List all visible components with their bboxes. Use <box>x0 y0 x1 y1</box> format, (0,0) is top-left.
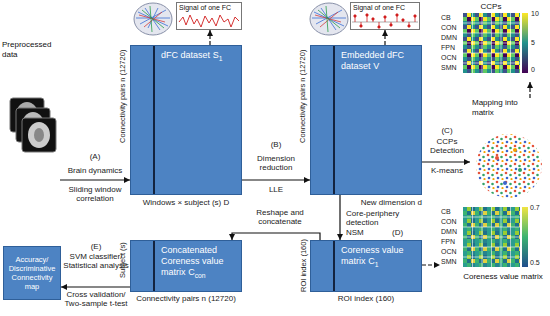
dashed-arrow <box>384 30 385 45</box>
result-box: Accuracy/ Discriminative Connectivity ma… <box>3 246 61 300</box>
text-block: dFC datasetS1 <box>131 46 241 68</box>
column-line <box>153 241 155 291</box>
text-block: Coreness value matrix <box>440 200 548 281</box>
source-data: Preprocessed data <box>2 40 60 190</box>
stem-plot <box>352 14 418 28</box>
column-line <box>153 46 155 194</box>
annotation: DMN <box>441 227 462 237</box>
text-block: Signal of one FC <box>351 3 419 13</box>
coreness-matrix <box>463 207 528 267</box>
annotation: OCN <box>441 247 462 257</box>
text-block: CCPs <box>440 2 548 11</box>
matrix-box: Coreness value matrixC1 <box>310 240 422 292</box>
annotation: (E) <box>63 242 129 251</box>
annotation: ROI index (160) <box>310 294 422 303</box>
node-text: 1 <box>219 55 223 62</box>
ccp-matrix <box>463 13 528 73</box>
node-text: CCPs <box>481 2 502 11</box>
axis-label: Connectivity pairs n (12720) <box>298 50 307 143</box>
annotation: 10 <box>531 9 547 19</box>
node-text: C <box>368 256 375 266</box>
node-text: S <box>213 50 219 60</box>
dashed-arrow <box>529 82 530 98</box>
annotation: NSM <box>346 228 376 237</box>
annotation: 0.7 <box>530 203 548 213</box>
annotation: Connectivity pairs n (12720) <box>130 294 242 303</box>
annotation: Windows × subject (s) D <box>130 198 242 207</box>
text-block: Coreness value matrixC1 <box>311 241 421 274</box>
node-text: C <box>188 267 195 277</box>
flow-arrow <box>60 179 130 180</box>
axis-label: ROI index (160) <box>299 240 308 293</box>
annotation: (A) <box>60 152 130 161</box>
matrix-box: Concatenated Coreness value matrixCcon <box>130 240 242 292</box>
node-text: Signal of one FC <box>179 4 231 11</box>
annotation: CON <box>441 23 462 33</box>
dataset-box: dFC datasetS1 <box>130 45 242 195</box>
flow-arrow <box>61 286 130 287</box>
annotation: (C) <box>424 126 470 135</box>
scatter-panel: Mapping into matrix <box>470 98 548 206</box>
node-text: 1 <box>375 261 379 268</box>
annotation: Core-periphery detection <box>346 209 422 227</box>
node-text: Preprocessed data <box>2 40 51 59</box>
annotation: CON <box>441 217 462 227</box>
annotation: Reshape and concatenate <box>244 208 316 226</box>
node-text: Coreness value matrix <box>463 272 543 281</box>
annotation: K-means <box>424 166 470 175</box>
annotation: DMN <box>441 33 462 43</box>
annotation: Brain dynamics <box>60 166 130 175</box>
node-text: dFC dataset <box>161 50 210 60</box>
flow-arrow <box>242 179 310 180</box>
brain-network <box>134 3 172 35</box>
flow-arrow <box>422 161 470 162</box>
annotation: SMN <box>441 257 462 267</box>
node-text: Embedded dFC dataset <box>341 50 404 71</box>
annotation: Cross validation/ Two-sample t-test <box>63 290 129 308</box>
signal-box: Signal of one FC <box>176 2 242 30</box>
text-block: Concatenated Coreness value matrixCcon <box>131 241 241 285</box>
brain-network <box>310 3 348 35</box>
dashed-arrow <box>209 30 210 45</box>
mri-stack <box>10 98 56 152</box>
annotation: OCN <box>441 53 462 63</box>
annotation: 0.5 <box>530 258 548 268</box>
annotation: 0 <box>531 65 547 75</box>
node-text: V <box>373 61 379 71</box>
text-block: Accuracy/ Discriminative Connectivity ma… <box>4 247 60 295</box>
annotation: CB <box>441 13 462 23</box>
column-line <box>333 241 335 291</box>
annotation: FPN <box>441 43 462 53</box>
annotation: SMN <box>441 63 462 73</box>
annotation: Dimension reduction <box>244 154 308 172</box>
node-text: Signal of one FC <box>353 4 405 11</box>
flow-arrow <box>339 195 340 240</box>
annotation: (D) <box>392 228 420 237</box>
signal-plot <box>179 15 239 27</box>
text-block: Preprocessed data <box>2 40 60 60</box>
annotation: SVM classifier/ Statistical analysis <box>63 252 129 270</box>
annotation: New dimension d <box>350 198 422 207</box>
signal-box: Signal of one FC <box>350 2 420 30</box>
node-text: Accuracy/ Discriminative Connectivity ma… <box>9 255 56 291</box>
column-line <box>333 46 335 194</box>
annotation: FPN <box>441 237 462 247</box>
dashed-arrow <box>422 264 440 265</box>
annotation: LLE <box>244 185 308 194</box>
annotation: CCPs Detection <box>424 137 470 155</box>
text-block: Embedded dFC datasetV <box>311 46 421 76</box>
text-block: Signal of one FC <box>177 3 241 13</box>
annotation: Sliding window correlation <box>60 185 130 203</box>
node-text: Mapping into matrix <box>472 98 518 117</box>
text-block: Mapping into matrix <box>470 98 548 118</box>
dataset-box: Embedded dFC datasetV <box>310 45 422 195</box>
annotation: 5 <box>531 38 547 48</box>
scatter-plot <box>474 132 546 202</box>
axis-label: Connectivity pairs n (12720) <box>118 50 127 143</box>
annotation: CB <box>441 207 462 217</box>
node-text: con <box>195 272 206 279</box>
